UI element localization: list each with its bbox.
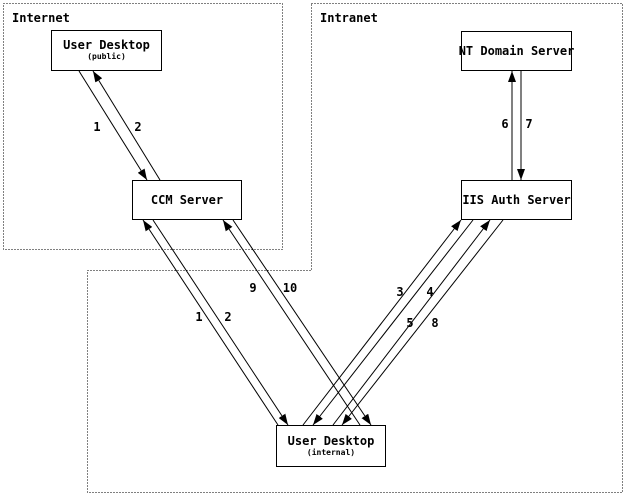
node-user-desktop-internal: User Desktop (internal) [276,425,386,467]
node-title: User Desktop [63,38,150,52]
zone-label-intranet: Intranet [320,11,378,25]
edge-internal-desktop-to-ccm-1 [142,219,279,426]
edge-label-iis-to-nt-domain-6: 6 [501,117,509,131]
edge-label-nt-domain-to-iis-7: 7 [525,117,533,131]
edge-label-internal-desktop-to-iis-5: 5 [406,316,414,330]
edge-ccm-to-internal-desktop-10 [232,219,372,426]
node-title: IIS Auth Server [462,192,571,207]
edge-label-ccm-to-internal-desktop-2: 2 [224,310,232,324]
node-title: User Desktop [287,433,375,448]
node-user-desktop-public: User Desktop (public) [51,30,162,71]
edge-label-iis-to-internal-desktop-8: 8 [431,316,439,330]
edge-label-public-desktop-to-ccm-1: 1 [93,120,101,134]
node-subtitle: (public) [87,52,126,61]
edge-label-internal-desktop-to-ccm-1: 1 [195,310,203,324]
node-subtitle: (internal) [306,447,356,457]
edge-iis-to-internal-desktop-4 [312,219,474,426]
edge-internal-desktop-to-ccm-9 [222,219,361,426]
zone-outline-intranet [87,3,623,493]
edge-label-internal-desktop-to-iis-3: 3 [396,285,404,299]
edge-label-ccm-to-internal-desktop-10: 10 [282,281,298,295]
edge-label-iis-to-internal-desktop-4: 4 [426,285,434,299]
node-nt-domain-server: NT Domain Server [458,31,575,71]
edge-label-ccm-to-public-desktop-2: 2 [134,120,142,134]
zone-label-internet: Internet [12,11,70,25]
edge-ccm-to-public-desktop-2 [92,70,161,181]
edge-iis-to-internal-desktop-8 [341,219,504,426]
edge-ccm-to-internal-desktop-2 [152,219,289,426]
node-ccm-server: CCM Server [132,180,242,220]
node-title: NT Domain Server [458,43,575,58]
edge-label-internal-desktop-to-ccm-9: 9 [249,281,257,295]
node-iis-auth-server: IIS Auth Server [461,180,572,220]
node-title: CCM Server [150,192,224,207]
